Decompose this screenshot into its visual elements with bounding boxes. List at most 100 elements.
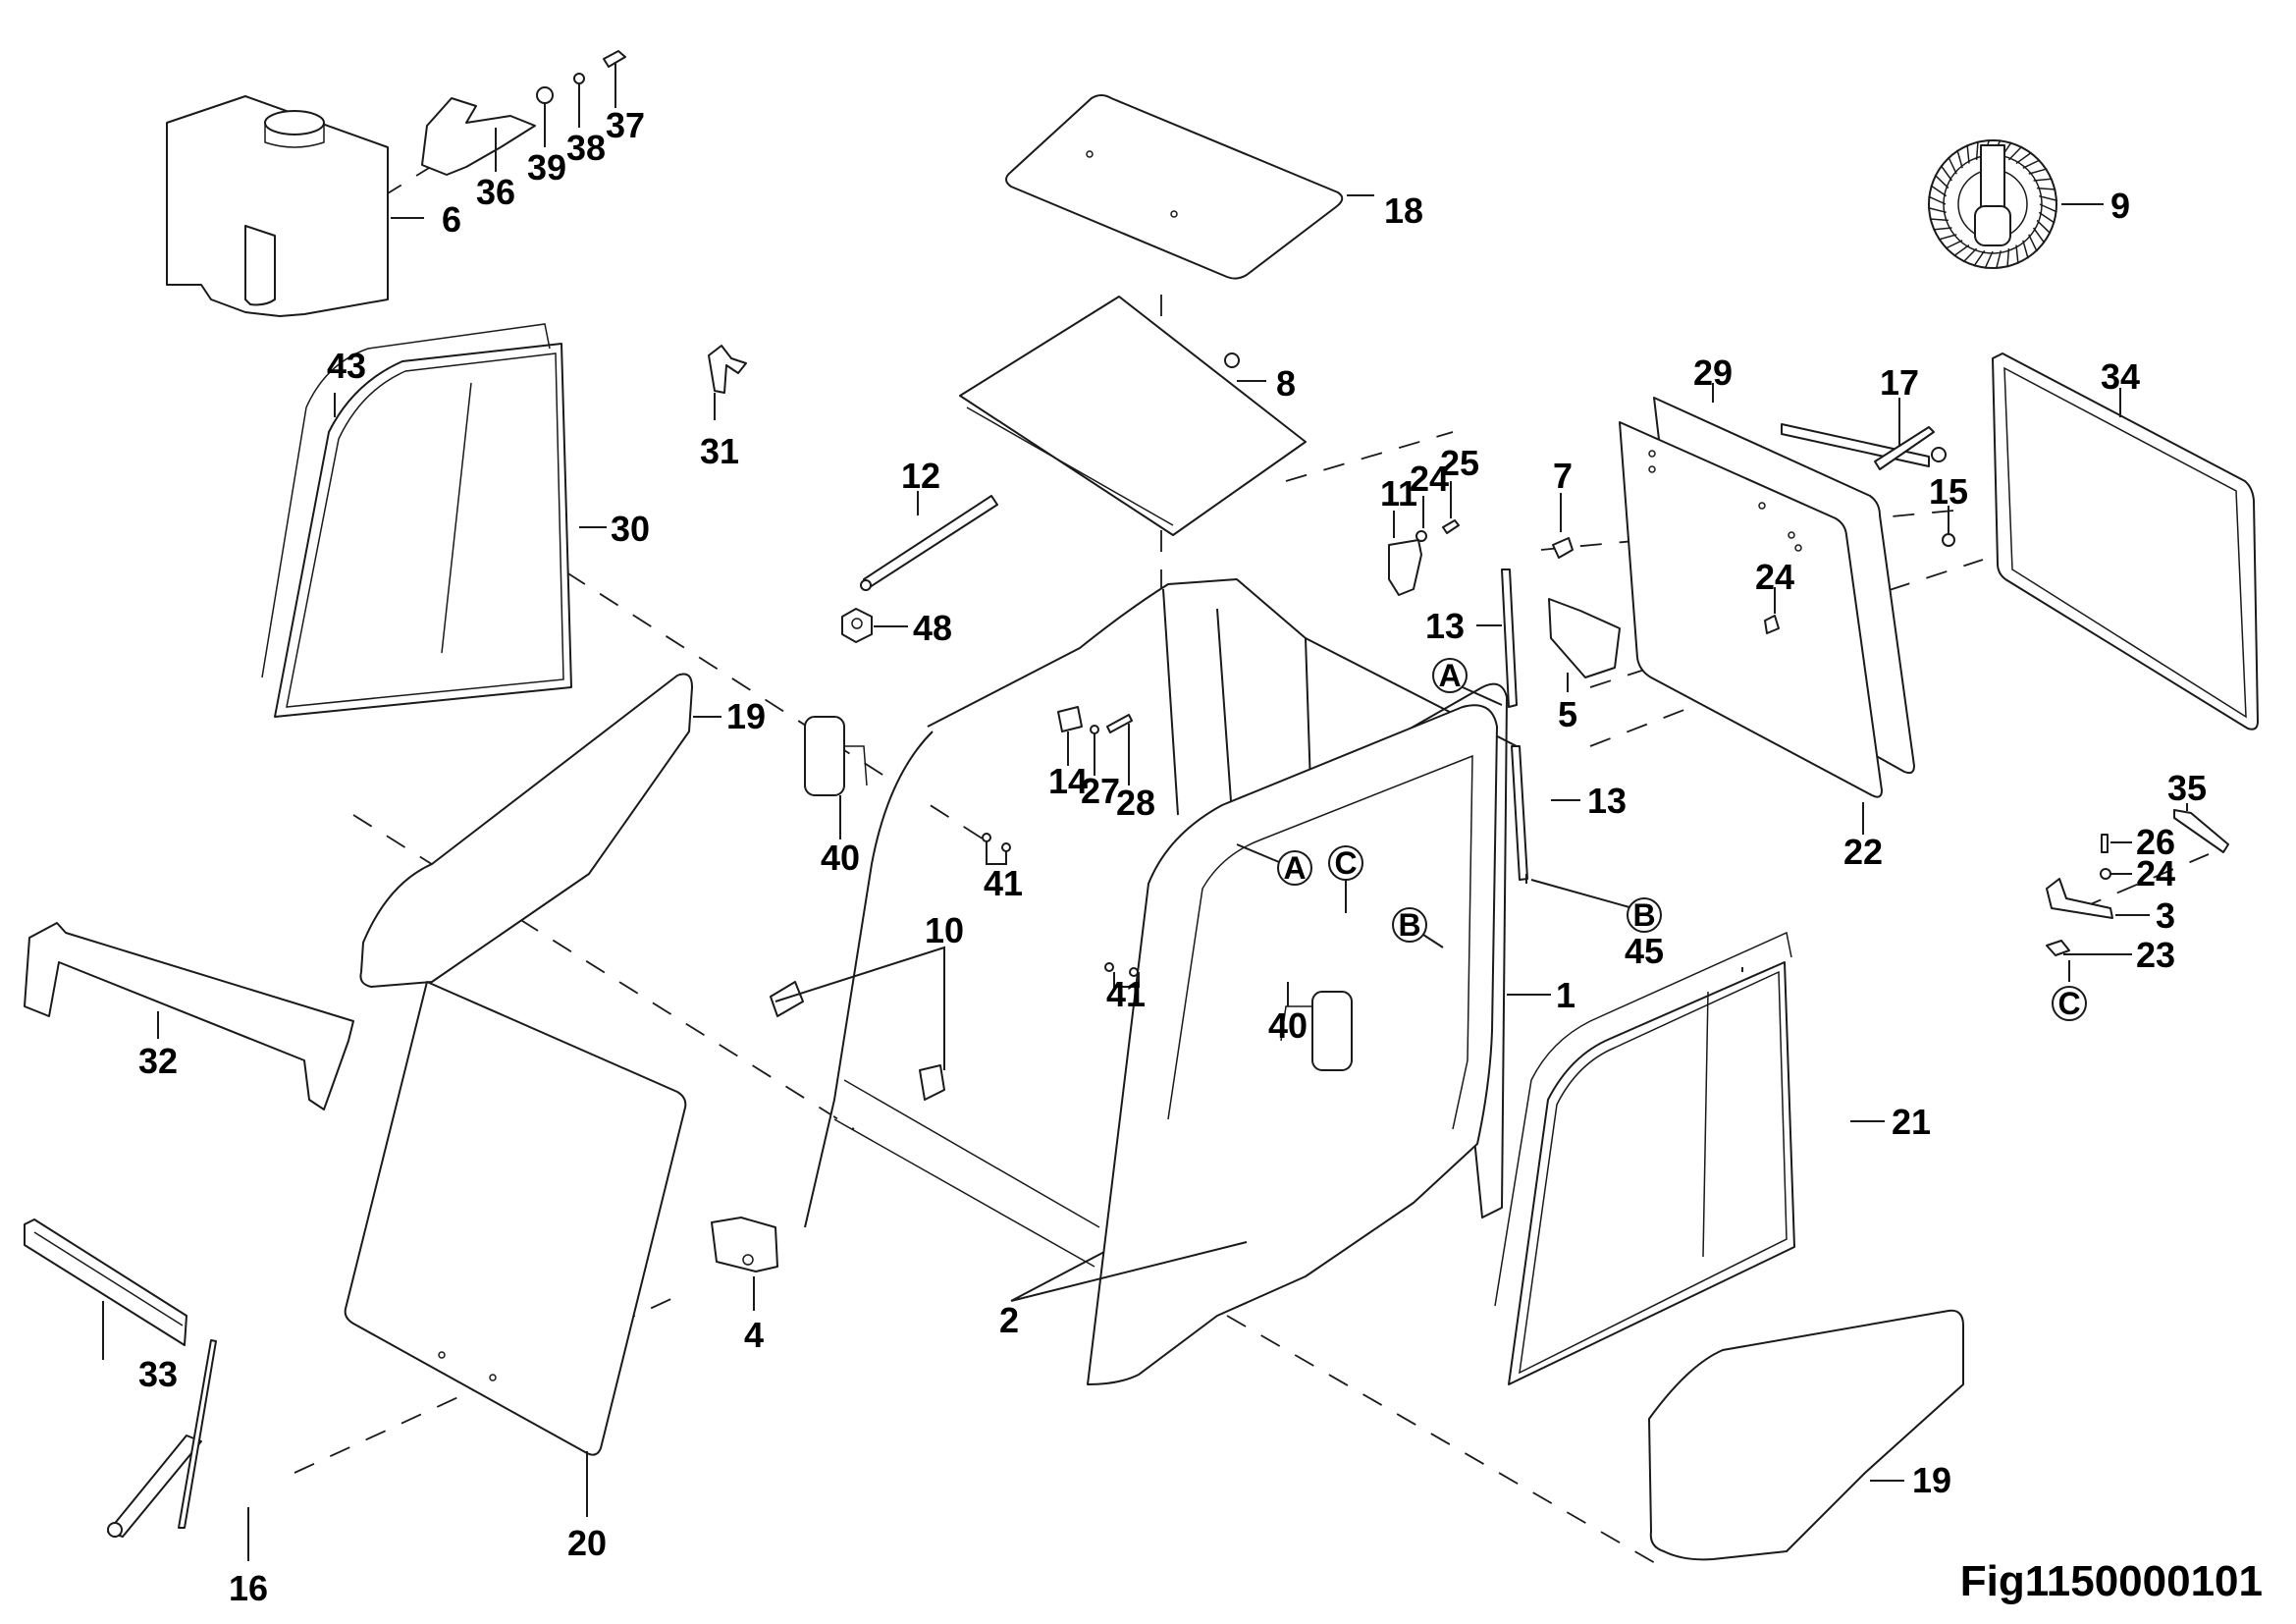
rear-glass-part-22[interactable]	[1619, 421, 1883, 798]
right-side-glass-part-21[interactable]	[1508, 961, 1795, 1385]
sunshade-roller-part[interactable]	[959, 296, 1307, 536]
fan-blade	[2028, 168, 2048, 175]
fan-blade	[1927, 206, 1947, 214]
fan-blade	[1984, 250, 1994, 269]
handle-part-10-b[interactable]	[919, 1064, 945, 1101]
callout-13-upper: 13	[1425, 606, 1465, 646]
fan-blade	[1940, 164, 1953, 182]
handle-part-10-a[interactable]	[770, 981, 804, 1017]
rail-part-33[interactable]	[24, 1218, 187, 1346]
fan-blade	[1930, 185, 1948, 197]
blower-fan-part[interactable]	[1927, 138, 2058, 270]
right-seal-part-45[interactable]	[1494, 931, 1792, 1307]
callout-24-top: 24	[1410, 459, 1449, 499]
grommet-part-24-mid[interactable]	[1764, 615, 1780, 634]
mirror-part-40-right[interactable]	[1280, 991, 1353, 1071]
hinge-part-11[interactable]	[1388, 539, 1422, 596]
bracket-part-36[interactable]	[421, 97, 536, 176]
fan-blade	[2028, 234, 2038, 252]
callout-33: 33	[138, 1354, 178, 1394]
door-part-2[interactable]	[1087, 704, 1498, 1385]
callout-43: 43	[327, 346, 366, 386]
callout-37: 37	[606, 105, 645, 145]
fan-blade	[2022, 240, 2029, 259]
callout-12: 12	[901, 456, 940, 496]
gas-strut-part-13-upper[interactable]	[1501, 568, 1518, 708]
left-seal-part-43[interactable]	[261, 323, 551, 678]
fan-blade	[2036, 219, 2052, 235]
catch-part-3[interactable]	[2046, 878, 2113, 919]
wiper-motor-part-5[interactable]	[1548, 598, 1621, 678]
fan-blade	[1966, 144, 1970, 164]
fan-blade	[2039, 194, 2058, 202]
fan-blade	[2038, 211, 2056, 224]
washer-part-24-right[interactable]	[2100, 868, 2111, 880]
pin-part-26[interactable]	[2101, 834, 2109, 853]
svg-text:A: A	[1438, 658, 1461, 693]
front-wiper-part-16[interactable]	[107, 1339, 217, 1538]
latch-part-31[interactable]	[708, 345, 747, 394]
hardware-part-41-a[interactable]	[982, 833, 1011, 852]
crossbeam-part-32[interactable]	[24, 922, 354, 1110]
striker-part-23[interactable]	[2046, 940, 2070, 956]
washer-part-27[interactable]	[1090, 725, 1099, 734]
gas-strut-part-13-lower[interactable]	[1511, 745, 1528, 881]
svg-text:C: C	[1334, 845, 1357, 881]
fan-blade	[1973, 249, 1986, 267]
washer-part-39[interactable]	[536, 86, 554, 104]
callout-24-right: 24	[2136, 853, 2175, 893]
svg-text:B: B	[1632, 897, 1655, 933]
fan-blade	[2015, 244, 2019, 264]
callout-23: 23	[2136, 935, 2175, 975]
fan-blade	[2006, 248, 2010, 268]
fan-blade	[2007, 145, 2023, 161]
callout-40-right: 40	[1268, 1005, 1308, 1046]
callout-27: 27	[1081, 771, 1120, 811]
lower-glass-part-19-right[interactable]	[1648, 1309, 1964, 1561]
reference-markers: A A B B C C	[1236, 658, 2087, 1021]
bolt-part-37[interactable]	[603, 50, 626, 68]
fan-blade	[1934, 174, 1949, 189]
callout-16: 16	[229, 1568, 268, 1608]
washer-reservoir-part[interactable]	[166, 95, 389, 317]
fan-blade	[2015, 151, 2033, 165]
callout-5: 5	[1558, 694, 1577, 734]
ref-marker-C-upper: C	[1328, 845, 1363, 913]
front-windshield-part-20[interactable]	[344, 981, 687, 1456]
front-wiper-motor-part-4[interactable]	[711, 1217, 778, 1272]
callout-10: 10	[925, 910, 964, 950]
ref-marker-B-upper: B	[1530, 879, 1662, 933]
washer-part-15[interactable]	[1942, 533, 1955, 547]
callout-15: 15	[1929, 471, 1968, 512]
lockwasher-part-38[interactable]	[573, 73, 585, 84]
nut-part-48[interactable]	[841, 608, 873, 643]
callout-1: 1	[1556, 975, 1575, 1015]
front-seal-part-34[interactable]	[1992, 352, 2259, 731]
ref-marker-C-right: C	[2052, 986, 2087, 1021]
callout-35: 35	[2167, 768, 2207, 808]
callout-45: 45	[1625, 931, 1664, 971]
callout-14: 14	[1048, 761, 1088, 801]
callout-40-left: 40	[821, 838, 860, 878]
bolt-part-25[interactable]	[1442, 519, 1460, 534]
gas-strut-part-12[interactable]	[860, 495, 998, 591]
callout-4: 4	[744, 1315, 764, 1355]
roof-panel-part[interactable]	[1005, 94, 1344, 280]
lower-glass-part-19-left[interactable]	[359, 673, 693, 988]
bolt-part-28[interactable]	[1106, 714, 1133, 733]
mirror-part-40-left[interactable]	[804, 716, 868, 796]
callout-19-right: 19	[1912, 1460, 1951, 1500]
bracket-part-14[interactable]	[1057, 706, 1083, 732]
callout-7: 7	[1553, 456, 1573, 496]
washer-part-24-top[interactable]	[1415, 530, 1427, 542]
fan-blade	[2022, 159, 2041, 169]
callout-41-lower: 41	[1106, 974, 1146, 1014]
clip-part-7[interactable]	[1552, 537, 1574, 559]
ref-marker-A-lower: A	[1236, 843, 1312, 886]
bracket-part-35[interactable]	[2173, 809, 2229, 853]
callout-3: 3	[2156, 895, 2175, 936]
rear-wiper-part-17[interactable]	[1781, 423, 1947, 470]
left-side-glass-part-30[interactable]	[274, 343, 572, 718]
callout-18: 18	[1384, 190, 1423, 231]
